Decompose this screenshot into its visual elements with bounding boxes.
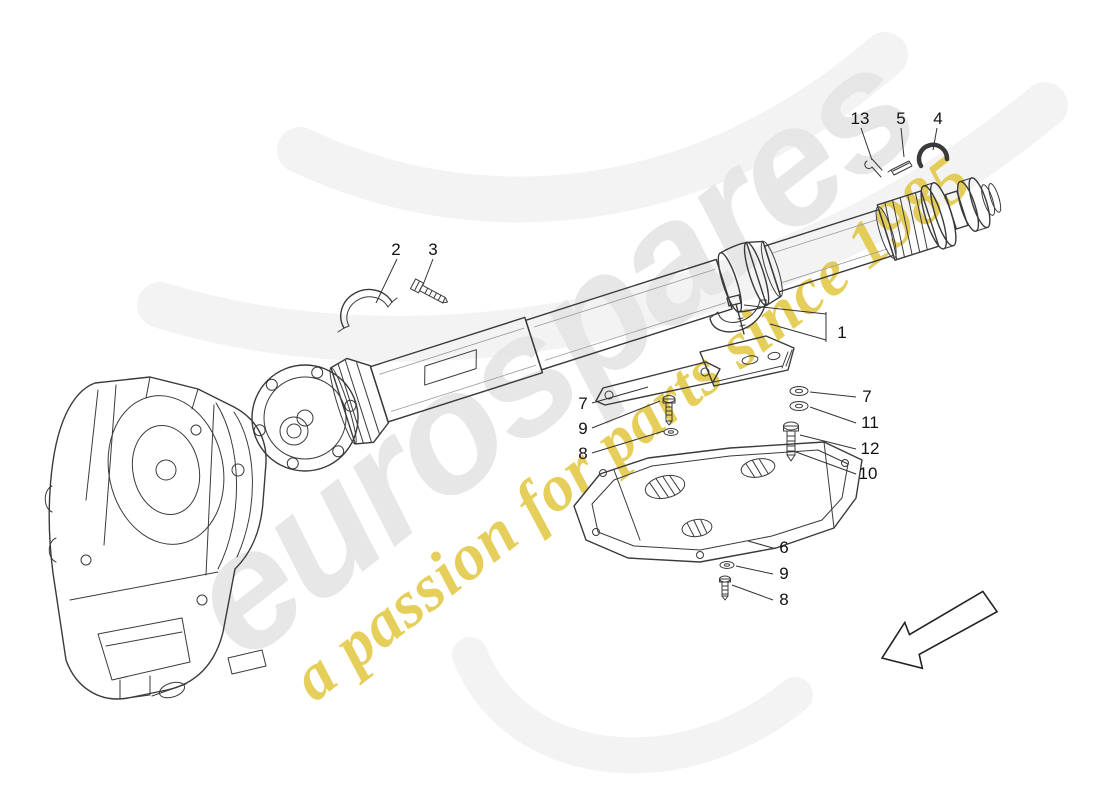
support-bolt bbox=[726, 294, 742, 307]
callout-9-left-label: 9 bbox=[578, 419, 587, 438]
shaft-flange bbox=[251, 364, 359, 472]
callout-7-right-label: 7 bbox=[862, 387, 871, 406]
callout-2-label: 2 bbox=[391, 240, 400, 259]
direction-arrow bbox=[880, 590, 999, 670]
callout-8-bottom-label: 8 bbox=[779, 590, 788, 609]
washer-upper bbox=[789, 386, 809, 396]
callout-7-left-label: 7 bbox=[578, 394, 587, 413]
drive-shaft-assembly bbox=[251, 142, 1002, 601]
callout-labels: 13 5 4 2 3 1 7 9 8 7 11 12 10 6 9 8 bbox=[391, 109, 942, 609]
watermark-swoosh-top bbox=[277, 32, 908, 223]
balance-weight bbox=[424, 349, 477, 386]
shield-washer bbox=[719, 561, 735, 569]
callout-4-label: 4 bbox=[933, 109, 942, 128]
callout-5-label: 5 bbox=[896, 109, 905, 128]
callout-11-label: 11 bbox=[861, 413, 879, 432]
callout-10-label: 10 bbox=[859, 464, 878, 483]
shield-screw bbox=[719, 575, 731, 601]
callout-13-label: 13 bbox=[851, 109, 870, 128]
support-bracket-arm bbox=[595, 361, 721, 406]
callout-12-label: 12 bbox=[861, 439, 880, 458]
watermark-swoosh-bottom bbox=[452, 637, 813, 774]
washer-lower bbox=[789, 401, 809, 411]
shaft-tube bbox=[329, 177, 1002, 445]
leader-lines bbox=[375, 127, 938, 601]
callout-8-left-label: 8 bbox=[578, 444, 587, 463]
watermark-swoosh-mid bbox=[137, 82, 1068, 362]
heat-shield bbox=[573, 441, 863, 563]
callout-6-label: 6 bbox=[779, 538, 788, 557]
callout-3-label: 3 bbox=[428, 240, 437, 259]
clamp-part-4 bbox=[916, 142, 950, 169]
bolt-part-3 bbox=[409, 278, 448, 304]
callout-9-bottom-label: 9 bbox=[779, 564, 788, 583]
mount-bolt bbox=[783, 421, 799, 462]
pin-part-5 bbox=[887, 160, 913, 176]
transmission-housing-sketch bbox=[44, 376, 267, 700]
callout-1-label: 1 bbox=[837, 323, 846, 342]
arm-bolt bbox=[662, 395, 676, 426]
clamp-part-2 bbox=[337, 288, 398, 333]
clip-part-13 bbox=[864, 158, 883, 178]
arm-washer bbox=[663, 428, 679, 436]
mount-bracket bbox=[699, 335, 795, 387]
